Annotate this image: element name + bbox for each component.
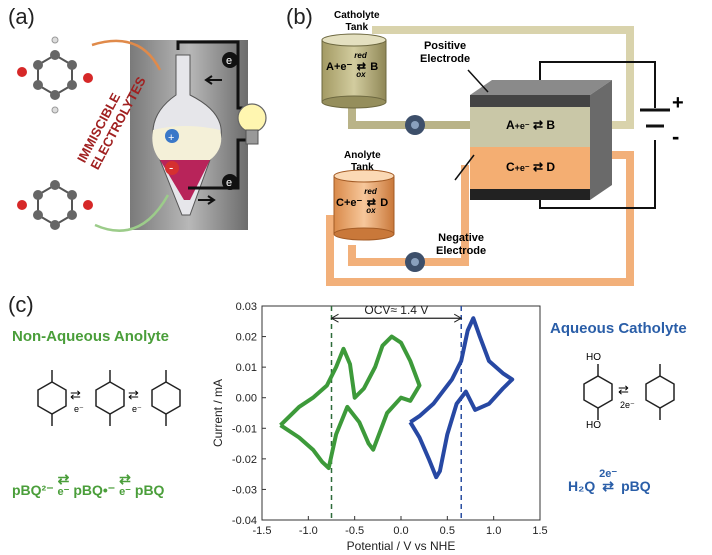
minus-dot — [165, 161, 179, 175]
panel-label-c: (c) — [8, 292, 34, 317]
catholyte-return-tube — [348, 108, 470, 129]
svg-text:e: e — [226, 55, 232, 67]
structure-e-label-1: e⁻ — [74, 404, 84, 414]
catholyte-pump-icon — [405, 115, 425, 135]
svg-text:⇄: ⇄ — [618, 382, 629, 397]
svg-text:⇄: ⇄ — [70, 387, 81, 402]
plus-dot — [165, 129, 179, 143]
svg-text:⇄: ⇄ — [128, 387, 139, 402]
svg-text:-: - — [169, 160, 173, 175]
structure-ho-label-1: HO — [586, 352, 601, 363]
y-tick-label: 0.01 — [236, 362, 257, 374]
anolyte-pump-icon — [405, 252, 425, 272]
ocv-label: OCV≈ 1.4 V — [364, 303, 428, 317]
battery-plus-label: + — [672, 92, 684, 114]
arrow-top — [204, 75, 222, 85]
arrow-to-anolyte — [94, 194, 170, 232]
plot-frame — [261, 305, 541, 521]
x-tick-label: 1.0 — [486, 525, 501, 537]
structure-2e-label: 2e⁻ — [620, 400, 635, 410]
anolyte-equation: pBQ²⁻ ⇄e⁻ pBQ•⁻ ⇄e⁻ pBQ — [12, 471, 165, 498]
pbq-dianion-structure — [37, 370, 67, 426]
x-tick-label: 1.5 — [532, 525, 547, 537]
y-tick-label: 0.03 — [236, 301, 257, 313]
electron-bottom — [222, 174, 238, 190]
catholyte-title: Aqueous Catholyte — [550, 320, 687, 337]
x-tick-label: 0.0 — [393, 525, 408, 537]
anolyte-tube — [326, 151, 634, 286]
x-tick-label: -1.5 — [253, 525, 272, 537]
y-tick-label: -0.03 — [232, 484, 257, 496]
positive-electrode-pointer — [467, 69, 489, 93]
panel-label-b: (b) — [286, 4, 313, 29]
structure-ho-label-2: HO — [586, 420, 601, 431]
hydroquinone-structure — [583, 364, 613, 420]
battery-minus-label: - — [672, 124, 680, 149]
cv-series-line — [279, 334, 422, 470]
arrow-to-catholyte — [91, 39, 162, 71]
anolyte-title: Non-Aqueous Anolyte — [12, 328, 169, 345]
benzoquinone-molecule-icon — [17, 180, 93, 230]
x-tick-label: -0.5 — [345, 525, 364, 537]
hydroquinone-molecule-icon — [17, 36, 93, 114]
pbq-radical-structure — [95, 370, 125, 426]
arrow-bottom — [198, 195, 216, 205]
y-tick-label: -0.04 — [232, 515, 257, 527]
flow-cell — [470, 80, 612, 200]
ocv-arrowhead-left — [330, 313, 339, 323]
svg-text:+: + — [168, 132, 174, 144]
structure-e-label-2: e⁻ — [132, 404, 142, 414]
y-tick-label: 0.00 — [236, 393, 257, 405]
light-bulb-icon — [237, 103, 267, 145]
y-tick-label: -0.02 — [232, 454, 257, 466]
ocv-arrowhead-right — [453, 313, 463, 323]
y-tick-label: 0.02 — [236, 332, 257, 344]
negative-electrode-pointer — [454, 154, 475, 181]
cell-top-reaction: A+e⁻ ⇄ B — [506, 118, 556, 132]
x-tick-label: 0.5 — [440, 525, 455, 537]
catholyte-tank — [321, 33, 387, 109]
battery-wire — [539, 61, 656, 209]
catholyte-equation: H₂Q 2e⁻⇄ pBQ — [568, 468, 651, 494]
electron-top — [222, 52, 238, 68]
y-axis-label: Current / mA — [211, 379, 225, 447]
y-tick-label: -0.01 — [232, 423, 257, 435]
catholyte-tube — [372, 26, 634, 129]
battery-icon — [640, 108, 670, 128]
anolyte-tank — [333, 169, 395, 241]
pbq-structure-left — [151, 370, 181, 426]
cell-bottom-reaction: C+e⁻ ⇄ D — [506, 160, 556, 174]
pbq-structure-right — [645, 364, 675, 420]
svg-text:e: e — [226, 177, 232, 189]
cv-series-line — [408, 316, 515, 480]
x-tick-label: -1.0 — [299, 525, 318, 537]
panel-label-a: (a) — [8, 4, 35, 29]
x-axis-label: Potential / V vs NHE — [347, 539, 456, 553]
